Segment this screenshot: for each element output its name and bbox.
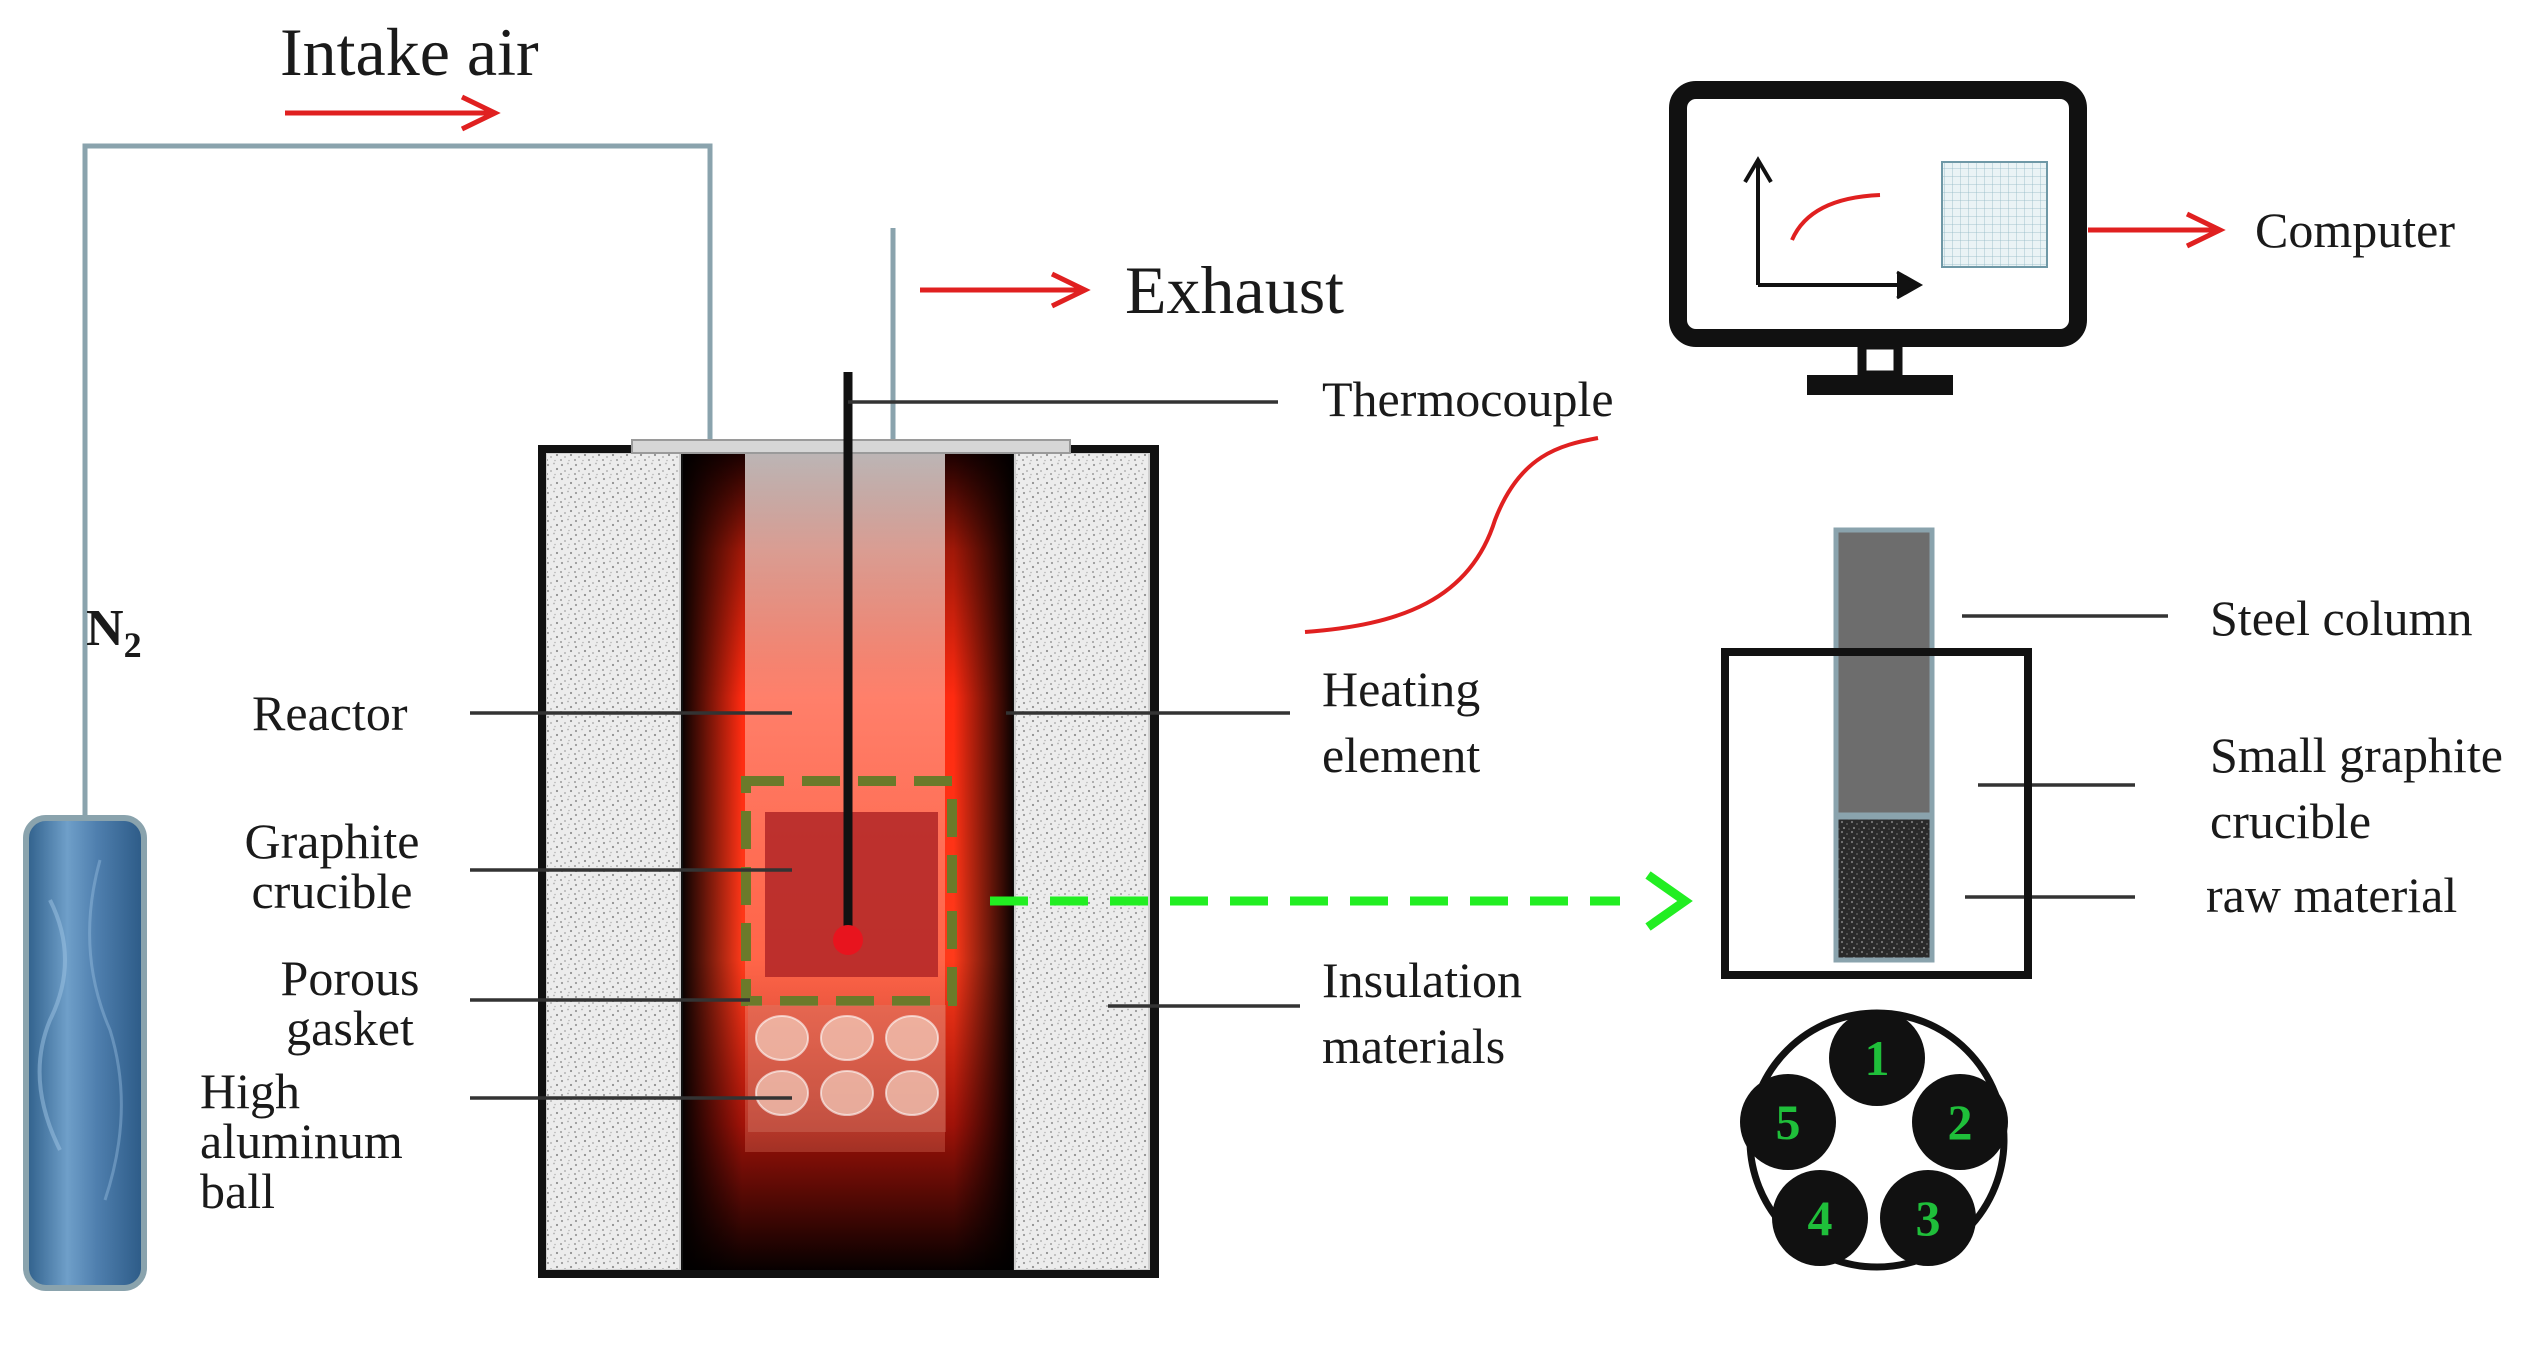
crucible-position-4 (1772, 1170, 1868, 1266)
intake-air-label: Intake air (280, 14, 539, 90)
position-label-3: 3 (1916, 1190, 1941, 1246)
crucible-highlight-box (741, 776, 957, 1006)
position-label-2: 2 (1948, 1094, 1973, 1150)
detail-frame (1721, 648, 2032, 979)
high-alumina-ball-label: High aluminum ball (200, 1066, 403, 1216)
crucible-position-3 (1880, 1170, 1976, 1266)
intake-air-arrow (285, 94, 501, 132)
heating-element-label-line1: Heating (1322, 661, 1481, 717)
n2-label-main: N (86, 600, 124, 657)
crucible-position-2 (1912, 1074, 2008, 1170)
thermocouple-label: Thermocouple (1322, 371, 1614, 427)
exhaust-arrow (920, 271, 1091, 309)
position-label-4: 4 (1808, 1190, 1833, 1246)
small-graphite-crucible-label-line2: crucible (2210, 793, 2372, 849)
porous-gasket-label-line2: gasket (286, 1000, 414, 1056)
insulation-right (1014, 452, 1150, 1271)
porous-gasket-label-line1: Porous (280, 950, 420, 1006)
thermocouple (833, 372, 863, 955)
high-alumina-balls (748, 1005, 946, 1132)
computer-arrow (2088, 211, 2226, 249)
high-alumina-ball-label-line1: High (200, 1063, 300, 1119)
n2-label: N2 (86, 600, 142, 665)
raw-material-label: raw material (2206, 867, 2458, 923)
insulation-materials-label-line1: Insulation (1322, 952, 1522, 1008)
raw-material (1833, 814, 1935, 963)
porous-gasket-label: Porous gasket (250, 953, 450, 1053)
graphite-crucible-label-line2: crucible (251, 863, 413, 919)
reactor-label: Reactor (252, 685, 408, 741)
crucible-positions-plate: 1 2 3 4 5 (1740, 1009, 2008, 1271)
computer-label: Computer (2255, 202, 2455, 258)
thermocouple-wire (1304, 436, 1599, 634)
position-label-5: 5 (1776, 1094, 1801, 1150)
graphite-crucible-label: Graphite crucible (222, 816, 442, 916)
computer-icon (1669, 81, 2087, 395)
small-graphite-crucible-label-line1: Small graphite (2210, 727, 2503, 783)
n2-label-sub: 2 (123, 625, 142, 665)
high-alumina-ball-label-line2: aluminum (200, 1113, 403, 1169)
graphite-crucible-label-line1: Graphite (244, 813, 420, 869)
insulation-materials-label: Insulation materials (1322, 955, 1522, 1071)
small-graphite-crucible-label: Small graphite crucible (2210, 730, 2503, 846)
n2-gas-cylinder (23, 815, 147, 1291)
exhaust-label: Exhaust (1125, 252, 1345, 328)
crucible-detail (1721, 527, 2032, 979)
heating-element-label-line2: element (1322, 727, 1481, 783)
insulation-left (545, 452, 681, 1271)
steel-column (1833, 527, 1935, 818)
zoom-arrow (990, 871, 1693, 931)
crucible-position-5 (1740, 1074, 1836, 1170)
crucible-position-1 (1829, 1010, 1925, 1106)
leader-lines-left (470, 711, 792, 1100)
heating-element-label: Heating element (1322, 664, 1480, 780)
high-alumina-ball-label-line3: ball (200, 1163, 275, 1219)
position-label-1: 1 (1865, 1030, 1890, 1086)
insulation-materials-label-line2: materials (1322, 1018, 1506, 1074)
steel-column-label: Steel column (2210, 590, 2473, 646)
leader-lines-right (848, 400, 2168, 1008)
